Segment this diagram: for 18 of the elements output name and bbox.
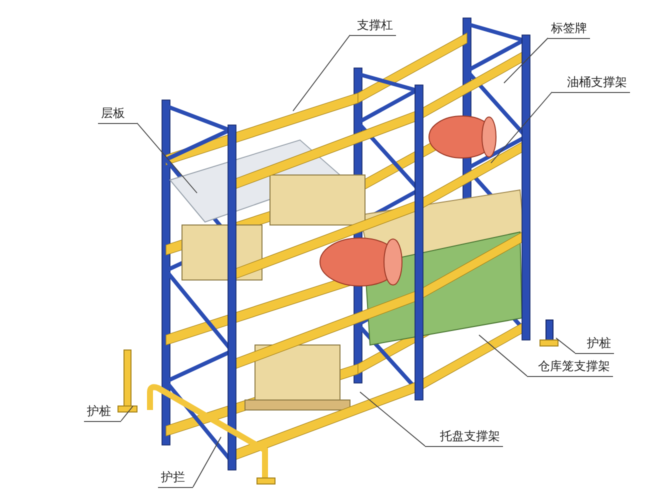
leader-line bbox=[490, 92, 552, 164]
part-label: 油桶支撑架 bbox=[552, 75, 630, 93]
leader-line bbox=[556, 338, 576, 354]
leader-line bbox=[136, 122, 198, 194]
leader-line bbox=[120, 406, 134, 422]
part-label: 护桩 bbox=[84, 404, 121, 422]
leader-line bbox=[292, 34, 350, 112]
leader-line bbox=[360, 392, 426, 446]
part-label: 层板 bbox=[98, 106, 137, 124]
leader-line bbox=[504, 38, 548, 84]
leader-line bbox=[478, 334, 528, 376]
part-label: 托盘支撑架 bbox=[425, 429, 503, 447]
part-label: 护拦 bbox=[158, 470, 193, 488]
part-label: 支撑杠 bbox=[350, 18, 396, 36]
leader-line bbox=[192, 436, 222, 488]
part-label: 标签牌 bbox=[548, 21, 590, 39]
part-label: 护桩 bbox=[575, 336, 614, 354]
part-label: 仓库笼支撑架 bbox=[527, 359, 613, 377]
